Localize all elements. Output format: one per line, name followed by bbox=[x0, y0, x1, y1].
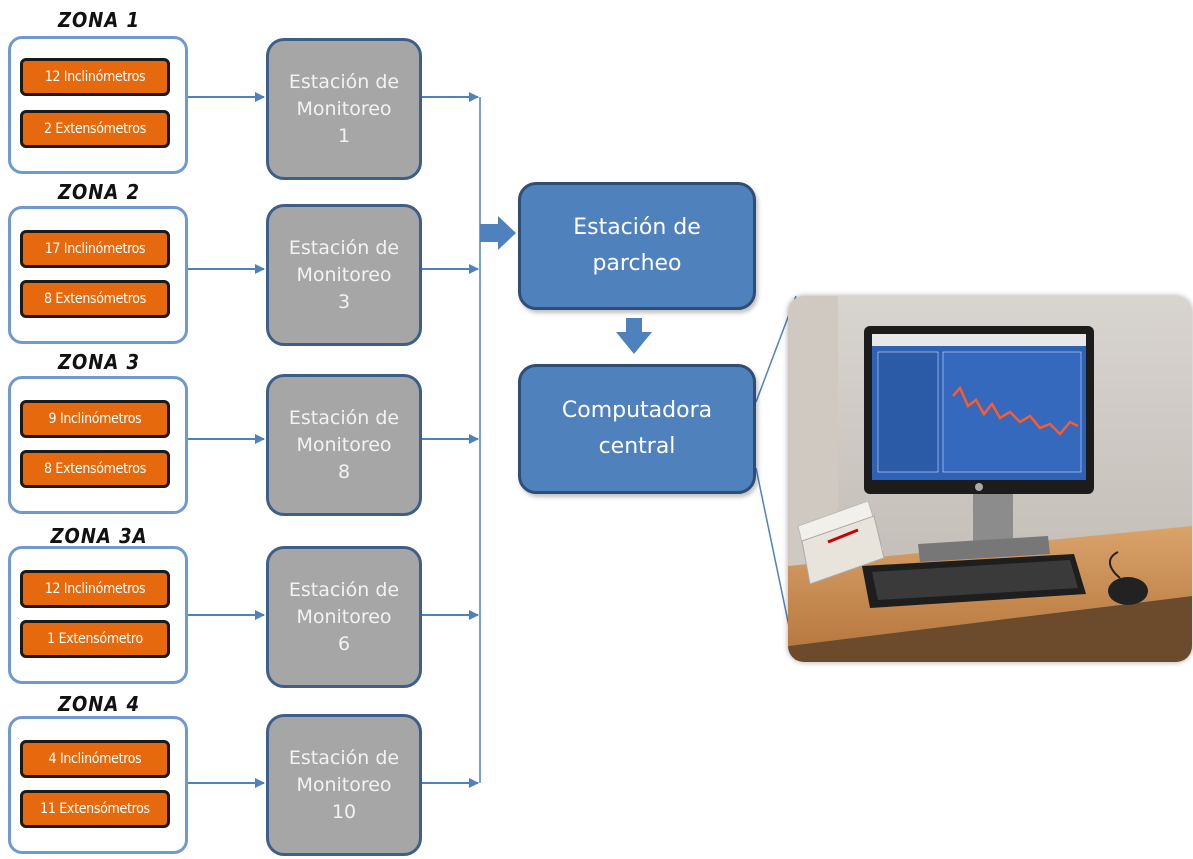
zone-title: ZONA 3A bbox=[50, 524, 148, 548]
station-label-line2: Monitoreo bbox=[296, 97, 392, 120]
station-number: 6 bbox=[337, 632, 351, 655]
extensometer-count: 1 Extensómetro bbox=[20, 620, 170, 658]
station-label-line1: Estación de bbox=[288, 70, 400, 93]
inclinometer-count: 9 Inclinómetros bbox=[20, 400, 170, 438]
station-number: 8 bbox=[337, 460, 351, 483]
zone-box bbox=[8, 546, 188, 684]
zone-title: ZONA 1 bbox=[57, 8, 141, 32]
station-label-line1: Estación de bbox=[288, 236, 400, 259]
extensometer-count: 2 Extensómetros bbox=[20, 110, 170, 148]
central-computer-line2: central bbox=[598, 434, 676, 459]
block-arrow-right bbox=[480, 216, 516, 250]
station-number: 10 bbox=[331, 800, 357, 823]
station-label-line1: Estación de bbox=[288, 578, 400, 601]
station-label-line2: Monitoreo bbox=[296, 433, 392, 456]
monitoring-station: Estación de Monitoreo 3 bbox=[266, 204, 422, 346]
station-label-line2: Monitoreo bbox=[296, 773, 392, 796]
station-label-line2: Monitoreo bbox=[296, 605, 392, 628]
patch-station-line2: parcheo bbox=[592, 251, 682, 276]
inclinometer-count: 4 Inclinómetros bbox=[20, 740, 170, 778]
station-number: 1 bbox=[337, 124, 351, 147]
inclinometer-count: 12 Inclinómetros bbox=[20, 58, 170, 96]
monitoring-station: Estación de Monitoreo 1 bbox=[266, 38, 422, 180]
zone-title: ZONA 3 bbox=[57, 350, 141, 374]
station-label-line1: Estación de bbox=[288, 406, 400, 429]
monitoring-station: Estación de Monitoreo 6 bbox=[266, 546, 422, 688]
zone-title: ZONA 2 bbox=[57, 180, 141, 204]
central-computer-box: Computadora central bbox=[518, 364, 756, 494]
station-label-line1: Estación de bbox=[288, 746, 400, 769]
extensometer-count: 8 Extensómetros bbox=[20, 450, 170, 488]
inclinometer-count: 17 Inclinómetros bbox=[20, 230, 170, 268]
zone-box bbox=[8, 376, 188, 514]
inclinometer-count: 12 Inclinómetros bbox=[20, 570, 170, 608]
station-label-line2: Monitoreo bbox=[296, 263, 392, 286]
central-computer-line1: Computadora bbox=[561, 398, 713, 423]
computer-workstation-photo bbox=[788, 296, 1192, 662]
extensometer-count: 8 Extensómetros bbox=[20, 280, 170, 318]
zone-box bbox=[8, 206, 188, 344]
extensometer-count: 11 Extensómetros bbox=[20, 790, 170, 828]
block-arrow-down bbox=[616, 318, 652, 354]
patch-station-line1: Estación de bbox=[573, 215, 701, 240]
patch-station-box: Estación de parcheo bbox=[518, 182, 756, 310]
station-number: 3 bbox=[337, 290, 351, 313]
zone-title: ZONA 4 bbox=[57, 692, 141, 716]
zone-box bbox=[8, 716, 188, 854]
monitoring-station: Estación de Monitoreo 8 bbox=[266, 374, 422, 516]
monitoring-station: Estación de Monitoreo 10 bbox=[266, 714, 422, 856]
